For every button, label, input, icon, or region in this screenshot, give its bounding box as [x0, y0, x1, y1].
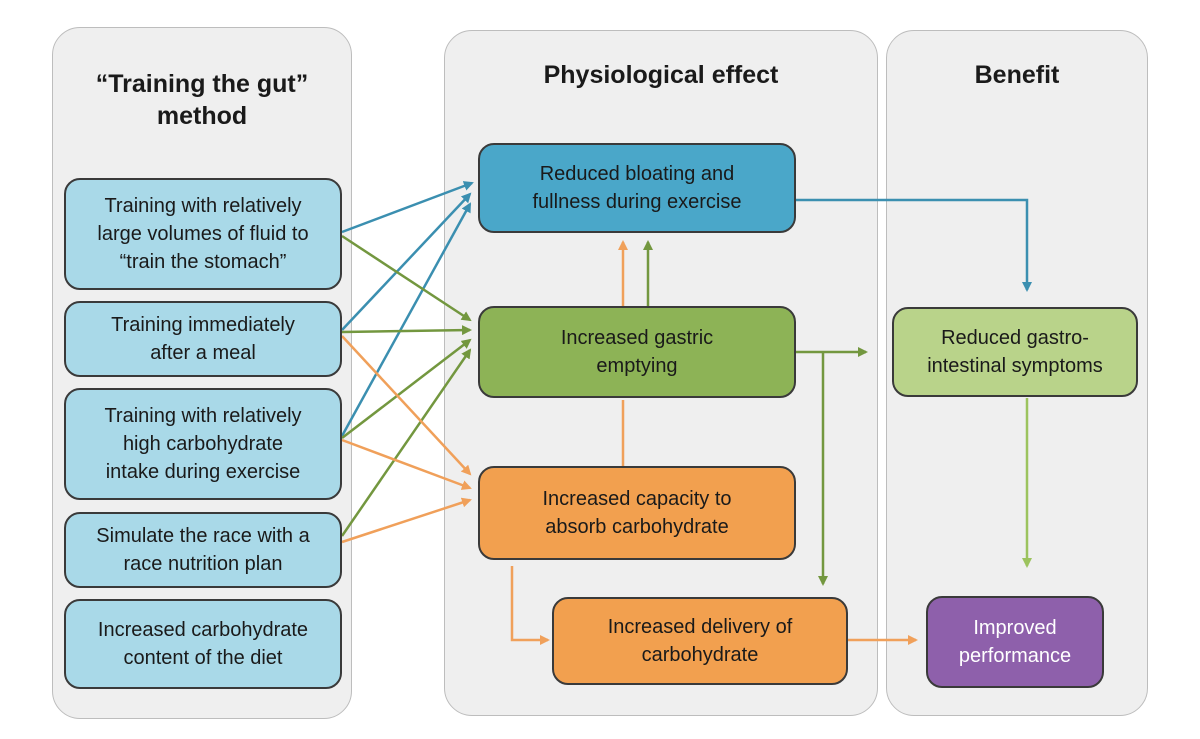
effect-node-carb-delivery: Increased delivery of carbohydrate [552, 597, 848, 685]
arrow-m4-to-capacity [341, 497, 472, 544]
method-node-high-carb-intake: Training with relatively high carbohydra… [64, 388, 342, 500]
method-node-after-meal: Training immediately after a meal [64, 301, 342, 377]
benefit-column-title: Benefit [974, 61, 1060, 89]
effect-node-absorb-capacity: Increased capacity to absorb carbohydrat… [478, 466, 796, 560]
arrow-m4-to-gastric [340, 348, 472, 537]
arrow-capacity-to-delivery [510, 566, 550, 645]
arrow-m2-to-bloating [341, 192, 472, 331]
method-node-race-simulation: Simulate the race with a race nutrition … [64, 512, 342, 588]
arrow-m1-to-bloating [341, 181, 474, 234]
arrow-m1-to-gastric [341, 234, 472, 322]
effect-node-gastric-emptying: Increased gastric emptying [478, 306, 796, 398]
arrow-m2-to-gastric [341, 325, 472, 336]
arrow-bloating-to-gi [796, 198, 1032, 292]
arrow-m2-to-capacity [341, 335, 472, 476]
effect-node-reduced-bloating: Reduced bloating and fullness during exe… [478, 143, 796, 233]
arrow-m3-to-gastric [341, 338, 472, 439]
method-column-title: “Training the gut” method [95, 70, 309, 130]
arrow-m3-to-capacity [341, 438, 472, 490]
effect-column-title: Physiological effect [543, 61, 779, 89]
benefit-node-performance: Improved performance [926, 596, 1104, 688]
benefit-node-gi-symptoms: Reduced gastro- intestinal symptoms [892, 307, 1138, 397]
method-node-diet-carb-content: Increased carbohydrate content of the di… [64, 599, 342, 689]
method-node-fluid-volume: Training with relatively large volumes o… [64, 178, 342, 290]
arrow-m3-to-bloating [340, 202, 472, 437]
